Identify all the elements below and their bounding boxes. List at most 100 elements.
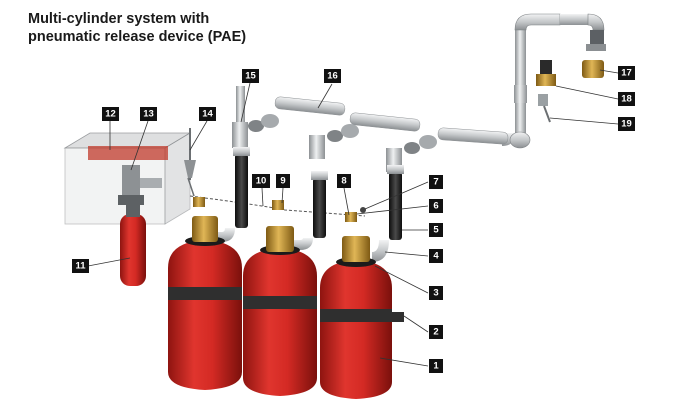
actuator-9	[272, 200, 284, 210]
hose-fitting-2	[311, 171, 328, 180]
callout-4: 4	[429, 249, 443, 263]
svg-text:16: 16	[327, 71, 338, 82]
check-valve-group-1	[232, 114, 279, 148]
cylinder-strap	[243, 296, 317, 309]
manifold-pipes	[232, 86, 509, 180]
callout-19: 19	[618, 117, 635, 131]
cylinder-body	[320, 260, 392, 399]
cylinder-1	[168, 216, 242, 390]
svg-text:17: 17	[621, 68, 632, 79]
solenoid-head	[540, 60, 552, 74]
hose-5	[389, 172, 402, 240]
svg-text:1: 1	[433, 361, 439, 372]
svg-text:5: 5	[433, 225, 439, 236]
callout-13: 13	[140, 107, 157, 121]
cylinder-2	[243, 226, 317, 396]
callout-17: 17	[618, 66, 635, 80]
cylinder-body	[168, 240, 242, 390]
leader-lines	[87, 69, 619, 367]
callout-1: 1	[429, 359, 443, 373]
callout-8: 8	[337, 174, 351, 188]
cylinder-valve	[342, 236, 370, 262]
callout-10: 10	[252, 174, 270, 188]
svg-text:8: 8	[341, 176, 346, 187]
elbow	[261, 114, 279, 128]
svg-text:19: 19	[621, 119, 632, 130]
pae-valve-body	[536, 74, 556, 86]
cylinder-strap	[168, 287, 242, 300]
check-valve	[309, 135, 325, 159]
svg-text:12: 12	[105, 109, 116, 120]
cylinder-3	[320, 236, 404, 399]
check-valve-group-2	[309, 124, 359, 159]
title-line-1: Multi-cylinder system with	[28, 11, 210, 27]
hose-fitting-1	[233, 147, 250, 156]
hose-1	[235, 154, 248, 228]
top-elbow-right	[587, 13, 605, 31]
callout-2: 2	[429, 325, 443, 339]
pressure-line	[543, 105, 551, 123]
callout-9: 9	[276, 174, 290, 188]
svg-text:15: 15	[245, 71, 256, 82]
callout-14: 14	[199, 107, 216, 121]
pilot-valve-arm	[140, 178, 162, 188]
cylinder-valve	[266, 226, 294, 252]
pilot-cylinder-11	[120, 205, 146, 286]
manifold-pipe-2	[349, 112, 421, 132]
actuator-1	[193, 197, 205, 207]
hose-elbow-2	[292, 238, 313, 250]
connector-7	[360, 207, 366, 213]
cylinder-valve	[192, 216, 218, 242]
elbow	[341, 124, 359, 138]
actuators	[193, 197, 366, 222]
pilot-valve-13	[122, 165, 140, 195]
svg-text:4: 4	[433, 251, 439, 262]
svg-text:18: 18	[621, 94, 632, 105]
elbow-joint	[509, 131, 531, 149]
svg-text:9: 9	[280, 176, 285, 187]
device-14-tail	[187, 177, 195, 197]
pilot-cylinder-valve	[126, 205, 140, 217]
elbow	[419, 135, 437, 149]
union-fitting	[590, 30, 604, 44]
pressure-switch	[538, 94, 548, 106]
stem-15	[236, 86, 245, 122]
svg-text:2: 2	[433, 327, 438, 338]
nozzle-17	[582, 60, 604, 78]
pilot-valve-base	[118, 195, 144, 205]
callout-16: 16	[324, 69, 341, 83]
union-ring	[586, 44, 606, 51]
title-line-2: pneumatic release device (PAE)	[28, 29, 247, 45]
box-side	[164, 132, 191, 225]
cylinder-strap	[320, 309, 392, 322]
callout-18: 18	[618, 92, 635, 106]
top-piping	[502, 13, 606, 149]
hose-elbow-3	[372, 240, 389, 262]
device-14	[184, 128, 196, 197]
strap-bracket-2	[392, 312, 404, 322]
nipple	[327, 130, 343, 142]
device-14-body	[184, 160, 196, 178]
top-elbow	[514, 13, 561, 31]
actuator-6	[345, 212, 357, 222]
discharge-hoses	[214, 147, 404, 262]
manifold-pipe-3	[437, 127, 509, 145]
svg-text:13: 13	[143, 109, 154, 120]
manifold-pipe-16	[274, 96, 346, 116]
callout-3: 3	[429, 286, 443, 300]
callout-11: 11	[72, 259, 89, 273]
svg-text:10: 10	[256, 176, 267, 187]
callout-15: 15	[242, 69, 259, 83]
svg-text:3: 3	[433, 288, 438, 299]
riser-pipe-lower	[515, 103, 526, 133]
riser-pipe	[515, 30, 526, 90]
control-box-12	[63, 132, 192, 225]
pilot-line-10	[189, 195, 366, 217]
pilot-cylinder-body	[120, 214, 146, 286]
callout-7: 7	[429, 175, 443, 189]
svg-text:14: 14	[202, 109, 213, 120]
hose-fitting-3	[387, 165, 404, 174]
nipple	[248, 120, 264, 132]
svg-text:6: 6	[433, 201, 438, 212]
